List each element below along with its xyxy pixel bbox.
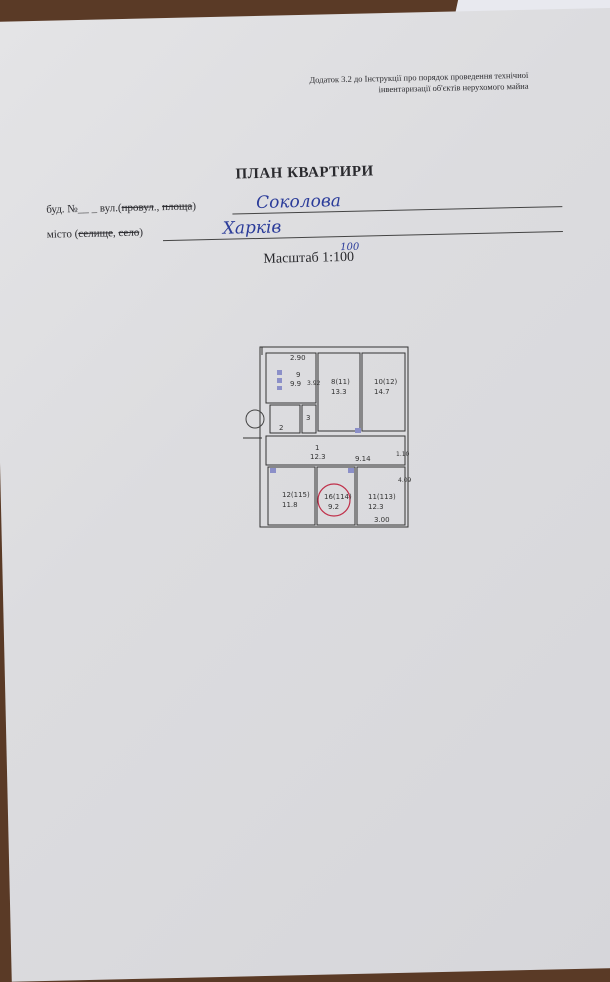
dimension-label: 3.00 [374, 516, 390, 524]
dimension-label: 2.90 [290, 354, 306, 362]
dimension-label: 3.92 [307, 380, 321, 387]
room-area: 9.2 [328, 503, 339, 511]
room-bath [269, 404, 301, 434]
room-corridor [265, 435, 406, 466]
room-number: 11(113) [368, 493, 396, 501]
room-wc [301, 404, 317, 434]
room-area: 13.3 [331, 388, 347, 396]
room-kitchen [265, 352, 317, 404]
room-10 [361, 352, 406, 432]
room-area: 14.7 [374, 388, 390, 396]
room-number: 12(115) [282, 491, 310, 499]
room-12 [267, 466, 316, 526]
floor-plan: 2.90 3.92 9.14 1.10 4.09 3.00 9 9.9 8(11… [243, 346, 412, 528]
room-16 [316, 466, 356, 526]
dimension-label: 4.09 [398, 477, 412, 484]
room-area: 9.9 [290, 380, 301, 388]
dimension-label: 9.14 [355, 455, 371, 463]
room-number: 9 [296, 371, 300, 379]
dimension-label: 1.10 [396, 451, 410, 458]
room-number: 16(114) [324, 493, 352, 501]
room-8 [317, 352, 361, 432]
room-number: 3 [306, 414, 310, 422]
room-number: 8(11) [331, 378, 350, 386]
room-11 [356, 466, 406, 526]
room-area: 11.8 [282, 501, 298, 509]
column-circle [245, 409, 265, 429]
room-number: 1 [315, 444, 319, 452]
room-number: 2 [279, 424, 283, 432]
fixtures [270, 370, 361, 473]
highlight-circle [317, 483, 351, 517]
plan-outline [259, 346, 409, 528]
room-area: 12.3 [310, 453, 326, 461]
room-number: 10(12) [374, 378, 398, 386]
room-area: 12.3 [368, 503, 384, 511]
